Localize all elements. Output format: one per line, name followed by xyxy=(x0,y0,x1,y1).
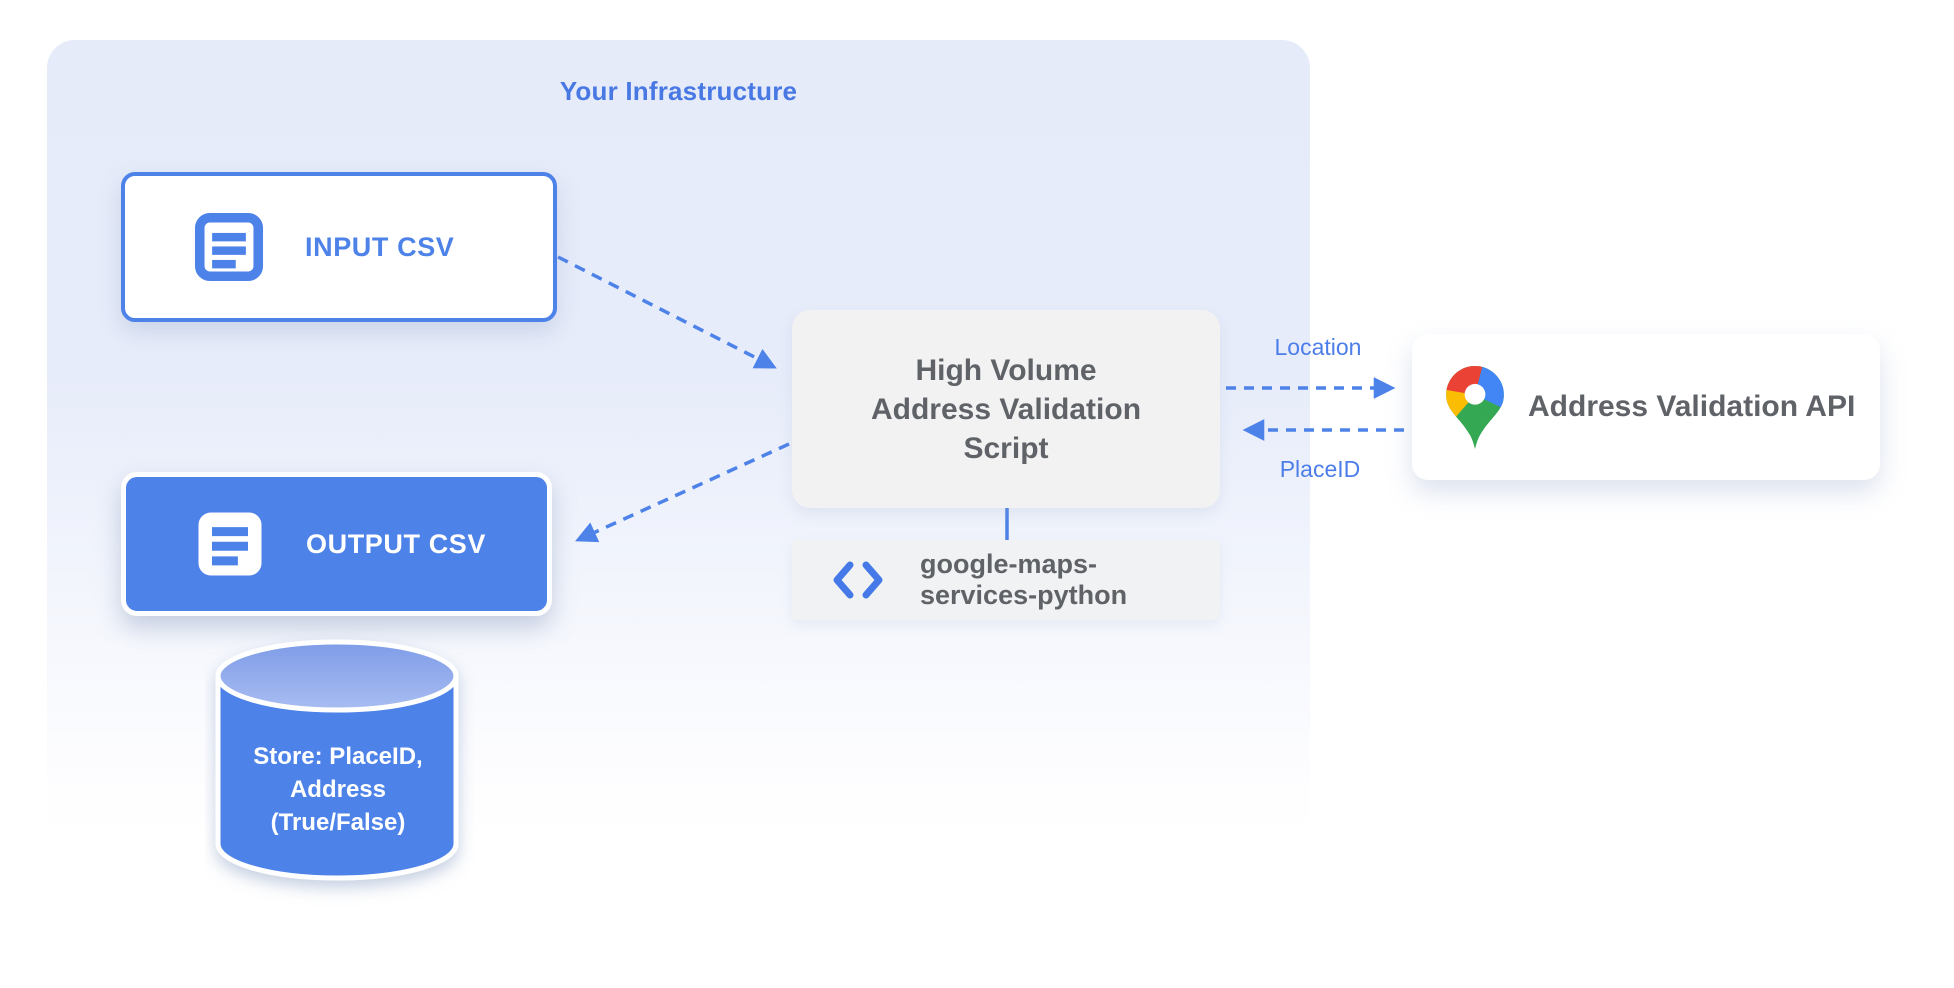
node-input-csv: INPUT CSV xyxy=(121,172,557,322)
input-csv-label: INPUT CSV xyxy=(305,231,455,262)
datastore-label-line3: (True/False) xyxy=(270,809,406,836)
google-maps-pin-icon xyxy=(1446,365,1504,449)
api-label: Address Validation API xyxy=(1528,390,1856,423)
output-csv-label: OUTPUT CSV xyxy=(306,528,487,559)
datastore-label-line2: Address xyxy=(289,776,387,803)
datastore-label-line1: Store: PlaceID, xyxy=(253,743,423,770)
node-validation-script: High Volume Address Validation Script xyxy=(792,310,1220,508)
node-python-library: google-maps- services-python xyxy=(792,540,1220,620)
script-label-line3: Script xyxy=(963,431,1049,465)
node-address-validation-api: Address Validation API xyxy=(1412,334,1880,480)
library-label-line2: services-python xyxy=(920,580,1128,610)
library-label-line1: google-maps- xyxy=(920,549,1098,579)
datastore-label: Store: PlaceID, Address (True/False) xyxy=(220,740,456,839)
node-datastore-cylinder xyxy=(215,639,459,881)
infrastructure-title: Your Infrastructure xyxy=(559,76,798,106)
code-brackets-icon xyxy=(833,561,883,599)
script-label-line1: High Volume xyxy=(915,353,1097,387)
edge-label-placeid: PlaceID xyxy=(1279,456,1361,482)
document-icon xyxy=(198,512,262,576)
edge-label-location: Location xyxy=(1274,334,1362,360)
script-label-line2: Address Validation xyxy=(870,392,1142,426)
node-output-csv: OUTPUT CSV xyxy=(121,472,552,616)
document-icon xyxy=(194,212,264,282)
library-label: google-maps- services-python xyxy=(920,549,1127,611)
